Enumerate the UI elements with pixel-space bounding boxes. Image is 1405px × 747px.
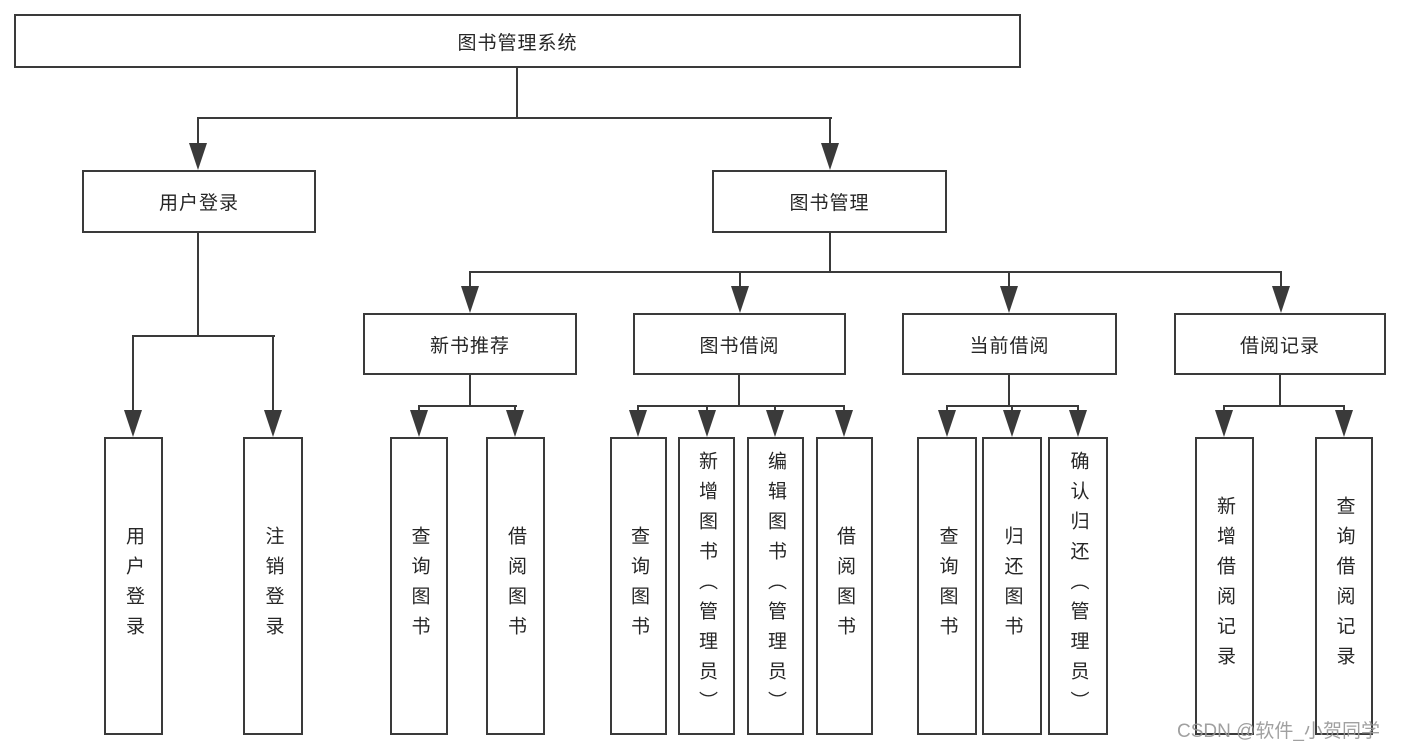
connector-line <box>1008 374 1010 407</box>
leaf-label: 借阅图书 <box>834 526 855 646</box>
leaf-return-books: 归还图书 <box>982 437 1042 735</box>
connector-line <box>1343 406 1345 411</box>
node-label: 当前借阅 <box>969 335 1050 357</box>
connector-arrowhead <box>1003 410 1021 437</box>
leaf-label: 查询图书 <box>408 526 430 646</box>
leaf-label: 查询图书 <box>936 526 958 646</box>
connector-arrowhead <box>506 410 524 437</box>
leaf-label: 注销登录 <box>262 526 284 646</box>
node-label: 新书推荐 <box>429 335 510 357</box>
leaf-label: 确认归还（管理员） <box>1067 451 1089 721</box>
node-label: 图书管理 <box>789 193 870 214</box>
connector-arrowhead <box>766 410 784 437</box>
connector-line <box>1223 406 1225 411</box>
leaf-label: 新增图书（管理员） <box>696 451 717 721</box>
connector-arrowhead <box>461 286 479 313</box>
connector-arrowhead <box>629 410 647 437</box>
connector-line <box>1011 406 1013 411</box>
leaf-borrow-books-recommend: 借阅图书 <box>486 437 545 735</box>
leaf-label: 借阅图书 <box>505 526 526 646</box>
connector-line <box>132 336 134 411</box>
connector-line <box>197 118 199 144</box>
connector-line <box>197 232 199 336</box>
node-user-login: 用户登录 <box>82 170 316 233</box>
leaf-add-borrow-record: 新增借阅记录 <box>1195 437 1254 735</box>
connector-line <box>706 406 708 411</box>
connector-line <box>829 118 831 144</box>
connector-arrowhead <box>1000 286 1018 313</box>
leaf-logout: 注销登录 <box>243 437 303 735</box>
node-label: 用户登录 <box>158 193 239 214</box>
connector-arrowhead <box>731 286 749 313</box>
connector-arrowhead <box>821 143 839 170</box>
leaf-label: 编辑图书（管理员） <box>765 451 786 721</box>
connector-line <box>1077 406 1079 411</box>
leaf-label: 归还图书 <box>1001 526 1023 646</box>
connector-line <box>829 232 831 273</box>
leaf-add-books-admin: 新增图书（管理员） <box>678 437 735 735</box>
node-library-management-system: 图书管理系统 <box>14 14 1021 68</box>
connector-line <box>469 272 471 287</box>
leaf-confirm-return-admin: 确认归还（管理员） <box>1048 437 1108 735</box>
node-book-borrowing: 图书借阅 <box>633 313 846 375</box>
connector-line <box>469 271 1282 273</box>
connector-line <box>1223 405 1345 407</box>
leaf-query-books-recommend: 查询图书 <box>390 437 448 735</box>
leaf-borrow-books-borrowing: 借阅图书 <box>816 437 873 735</box>
connector-line <box>272 336 274 411</box>
connector-line <box>637 405 845 407</box>
connector-arrowhead <box>835 410 853 437</box>
node-borrowing-records: 借阅记录 <box>1174 313 1386 375</box>
leaf-edit-books-admin: 编辑图书（管理员） <box>747 437 804 735</box>
connector-arrowhead <box>1069 410 1087 437</box>
connector-line <box>843 406 845 411</box>
leaf-label: 用户登录 <box>123 526 144 646</box>
connector-line <box>739 272 741 287</box>
connector-arrowhead <box>1335 410 1353 437</box>
connector-line <box>132 335 275 337</box>
leaf-query-books-borrowing: 查询图书 <box>610 437 667 735</box>
connector-line <box>469 374 471 407</box>
connector-arrowhead <box>1272 286 1290 313</box>
node-label: 借阅记录 <box>1239 335 1320 357</box>
connector-line <box>197 117 832 119</box>
leaf-query-books-current: 查询图书 <box>917 437 977 735</box>
connector-line <box>738 374 740 407</box>
leaf-label: 新增借阅记录 <box>1214 496 1235 676</box>
connector-line <box>418 406 420 411</box>
connector-line <box>514 406 516 411</box>
connector-arrowhead <box>410 410 428 437</box>
leaf-user-login: 用户登录 <box>104 437 163 735</box>
connector-arrowhead <box>938 410 956 437</box>
connector-arrowhead <box>189 143 207 170</box>
node-current-borrowing: 当前借阅 <box>902 313 1117 375</box>
node-book-management: 图书管理 <box>712 170 947 233</box>
connector-line <box>774 406 776 411</box>
leaf-label: 查询图书 <box>628 526 649 646</box>
connector-line <box>418 405 517 407</box>
connector-line <box>516 67 518 119</box>
connector-line <box>946 406 948 411</box>
node-new-book-recommendation: 新书推荐 <box>363 313 577 375</box>
leaf-label: 查询借阅记录 <box>1333 496 1355 676</box>
connector-arrowhead <box>264 410 282 437</box>
connector-line <box>1279 374 1281 407</box>
csdn-watermark: CSDN @软件_小贺同学 <box>1177 721 1380 742</box>
connector-arrowhead <box>1215 410 1233 437</box>
connector-line <box>1280 272 1282 287</box>
connector-arrowhead <box>124 410 142 437</box>
connector-line <box>1008 272 1010 287</box>
node-label: 图书借阅 <box>699 335 780 357</box>
leaf-query-borrow-record: 查询借阅记录 <box>1315 437 1373 735</box>
connector-arrowhead <box>698 410 716 437</box>
node-label: 图书管理系统 <box>457 32 578 54</box>
connector-line <box>637 406 639 411</box>
